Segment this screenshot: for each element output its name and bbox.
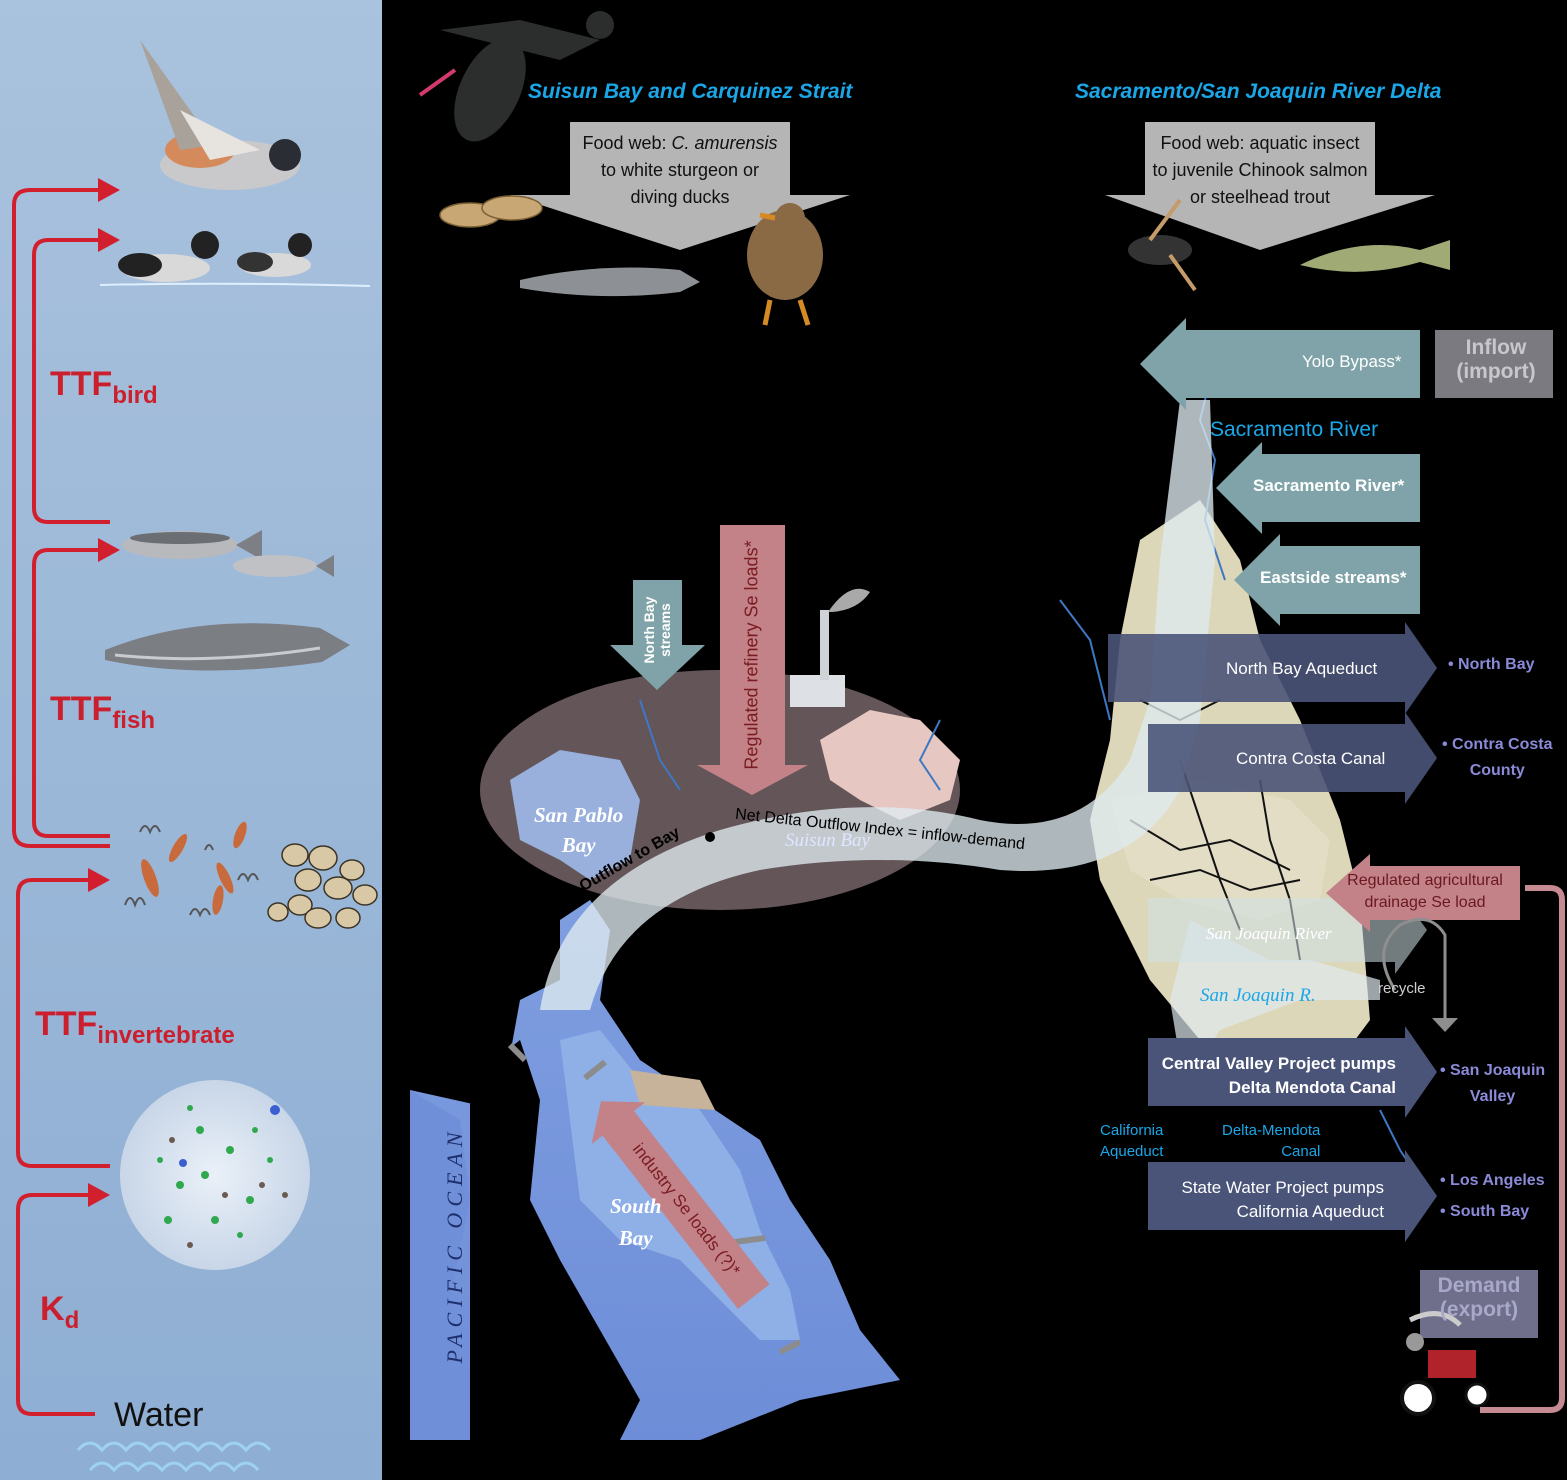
delta-header: Sacramento/San Joaquin River Delta xyxy=(1075,80,1441,104)
scaup-ducks-icon xyxy=(100,231,370,286)
ttf-invertebrate-label: TTFinvertebrate xyxy=(35,1005,235,1050)
recycle-label: recycle xyxy=(1378,980,1426,997)
dest-south-bay: • South Bay xyxy=(1440,1199,1529,1225)
bird-arrow-outer xyxy=(14,190,110,846)
kd-label: Kd xyxy=(40,1290,79,1335)
striped-bass-icon xyxy=(122,530,334,577)
contra-costa-canal-label: Contra Costa Canal xyxy=(1236,749,1385,769)
suisun-header: Suisun Bay and Carquinez Strait xyxy=(528,80,852,104)
delta-foodweb-text: Food web: aquatic insect to juvenile Chi… xyxy=(1140,130,1380,211)
suisun-foodweb-text: Food web: C. amurensis to white sturgeon… xyxy=(570,130,790,211)
invertebrates-icon xyxy=(125,820,377,928)
pacific-ocean-label: PACIFIC OCEAN xyxy=(442,1126,468,1363)
ttf-fish-label: TTFfish xyxy=(50,690,155,735)
juvenile-salmon-icon xyxy=(1300,240,1450,272)
water-waves-icon xyxy=(78,1443,270,1470)
particulates-icon xyxy=(120,1080,310,1270)
white-sturgeon-icon xyxy=(105,623,350,670)
san-joaquin-river-map-label: San Joaquin River xyxy=(1206,924,1332,944)
eastside-streams-label: Eastside streams* xyxy=(1260,568,1406,588)
water-label: Water xyxy=(114,1396,203,1435)
refinery-icon xyxy=(790,589,870,707)
clam-icon xyxy=(440,196,542,227)
north-bay-aqueduct-label: North Bay Aqueduct xyxy=(1226,659,1377,679)
sacramento-river-map-label: Sacramento River xyxy=(1210,418,1378,442)
dest-los-angeles: • Los Angeles xyxy=(1440,1168,1545,1194)
demand-export-label: Demand(export) xyxy=(1420,1274,1538,1322)
white-sturgeon-small-icon xyxy=(520,268,700,297)
sacramento-river-inflow-label: Sacramento River* xyxy=(1253,476,1404,496)
inflow-import-label: Inflow(import) xyxy=(1437,336,1555,384)
flying-duck-icon xyxy=(140,40,301,190)
san-joaquin-r-map-label: San Joaquin R. xyxy=(1200,985,1316,1007)
yolo-bypass-label: Yolo Bypass* xyxy=(1302,352,1402,372)
dest-north-bay: • North Bay xyxy=(1448,652,1535,678)
refinery-loads-label: Regulated refinery Se loads* xyxy=(742,540,763,769)
ttf-bird-label: TTFbird xyxy=(50,365,158,410)
outflow-bullet xyxy=(705,832,715,842)
